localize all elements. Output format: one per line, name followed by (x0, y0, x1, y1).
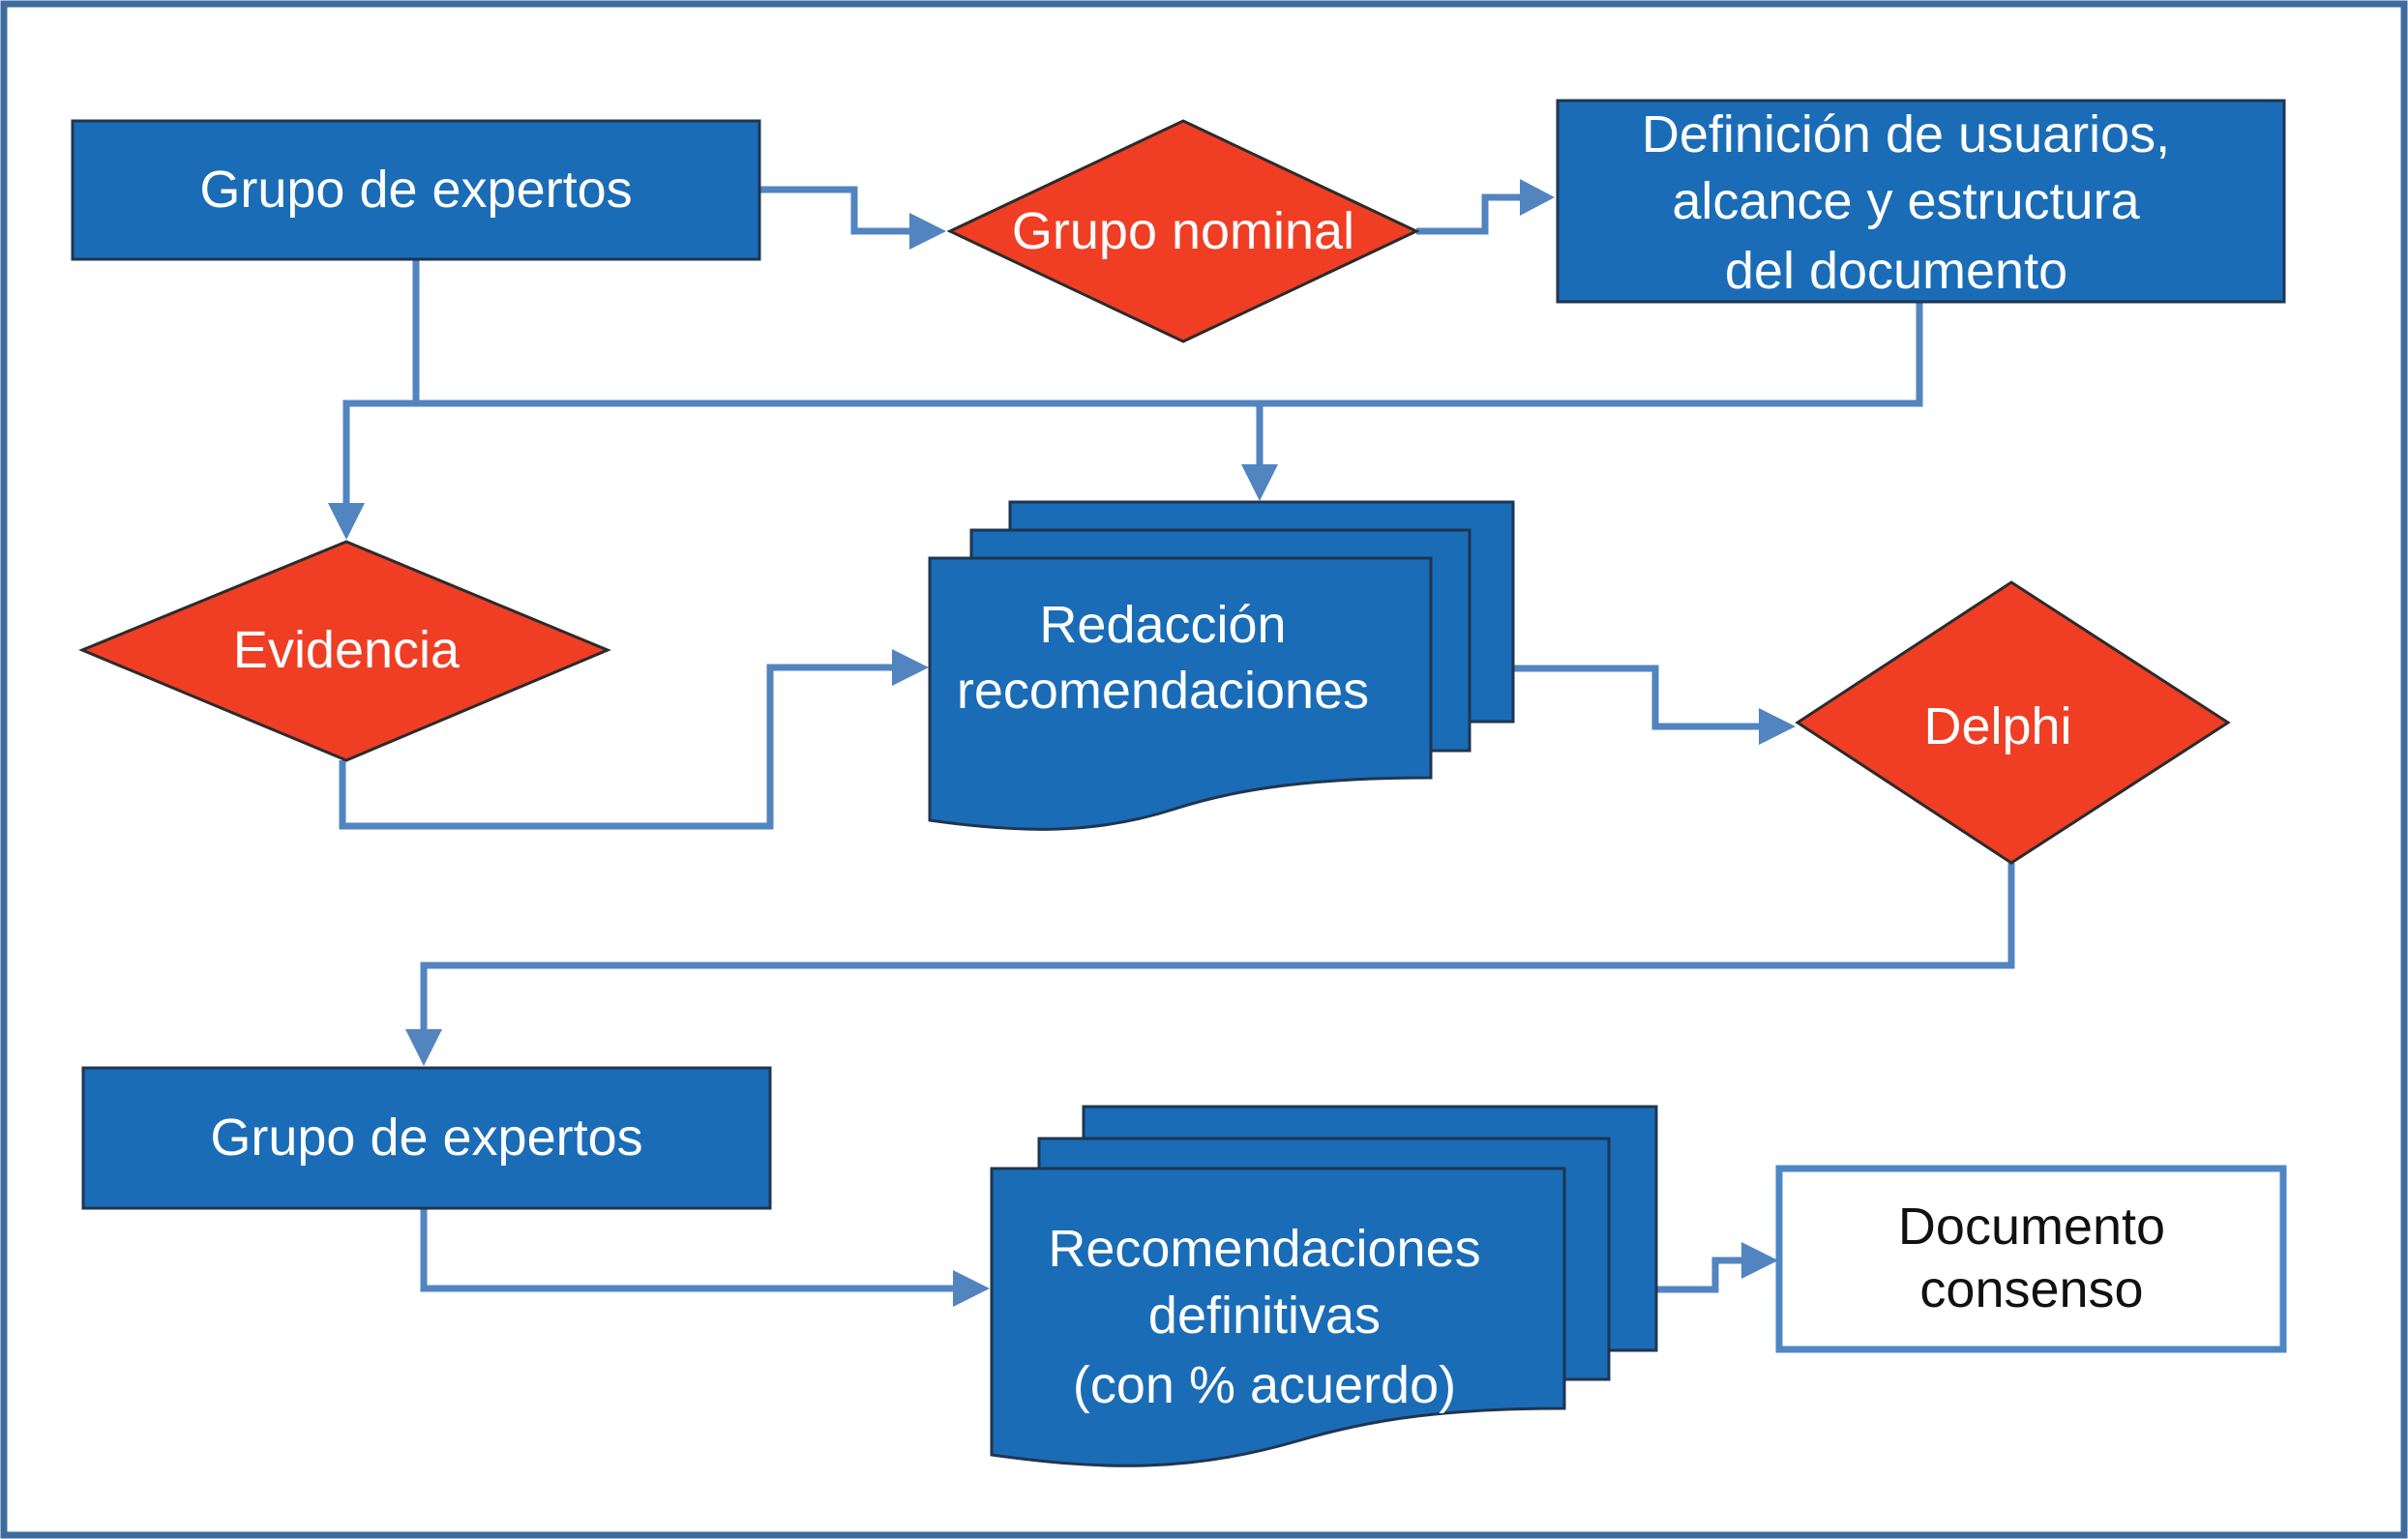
arrowhead-to-definicion (1520, 179, 1555, 216)
arrowhead-to-recomendaciones (953, 1270, 990, 1307)
recomendaciones-label-line-1: Recomendaciones (1048, 1220, 1480, 1278)
connector-evidencia-to-redaccion (339, 664, 892, 830)
grupo-nominal-label: Grupo nominal (1012, 202, 1354, 260)
connector-nominal-to-definicion (1416, 193, 1520, 235)
node-definicion: Definición de usuarios, alcance y estruc… (1556, 99, 2286, 304)
connector-delphi-to-expertos (420, 863, 2015, 1029)
documento-consenso-label-line-2: consenso (1919, 1260, 2143, 1318)
node-grupo-nominal: Grupo nominal (946, 119, 1420, 343)
connectors (328, 179, 2015, 1307)
arrowhead-to-documento (1741, 1242, 1778, 1279)
connector-expertos-to-recomendaciones (420, 1208, 953, 1292)
grupo-expertos-top-label: Grupo de expertos (199, 161, 632, 219)
arrowhead-evidencia-to-redaccion (892, 649, 929, 686)
node-redaccion: Redacción recomendaciones (928, 500, 1515, 831)
connector-redaccion-to-delphi (1514, 665, 1759, 730)
node-grupo-expertos-bottom: Grupo de expertos (81, 1066, 772, 1210)
node-evidencia: Evidencia (78, 540, 611, 762)
connector-merge-to-evidencia (342, 400, 416, 503)
definicion-label-line-1: Definición de usuarios, (1642, 105, 2170, 163)
node-documento-consenso: Documento consenso (1775, 1165, 2287, 1353)
arrowhead-to-redaccion (1241, 464, 1278, 501)
recomendaciones-label-line-3: (con % acuerdo) (1073, 1356, 1456, 1414)
evidencia-label: Evidencia (233, 621, 461, 679)
connector-recomendaciones-to-documento (1656, 1257, 1741, 1293)
arrowhead-to-delphi (1759, 708, 1796, 745)
recomendaciones-label-line-2: definitivas (1148, 1287, 1381, 1345)
node-recomendaciones-definitivas: Recomendaciones definitivas (con % acuer… (990, 1105, 1658, 1467)
connector-merge-bar (412, 259, 1923, 407)
node-grupo-expertos-top: Grupo de expertos (71, 119, 761, 261)
node-delphi: Delphi (1795, 580, 2231, 865)
arrowhead-to-expertos-bottom (405, 1029, 442, 1066)
documento-consenso-label-line-1: Documento (1898, 1198, 2165, 1256)
redaccion-label-line-1: Redacción (1039, 596, 1286, 654)
grupo-expertos-bottom-label: Grupo de expertos (210, 1109, 642, 1167)
definicion-label-line-3: del documento (1725, 242, 2067, 300)
connector-expertos-to-nominal (759, 186, 909, 235)
redaccion-label-line-2: recomendaciones (957, 662, 1369, 720)
definicion-label-line-2: alcance y estructura (1672, 172, 2140, 230)
arrowhead-to-nominal (909, 213, 946, 250)
arrowhead-to-evidencia (328, 503, 365, 540)
delphi-label: Delphi (1923, 697, 2071, 755)
